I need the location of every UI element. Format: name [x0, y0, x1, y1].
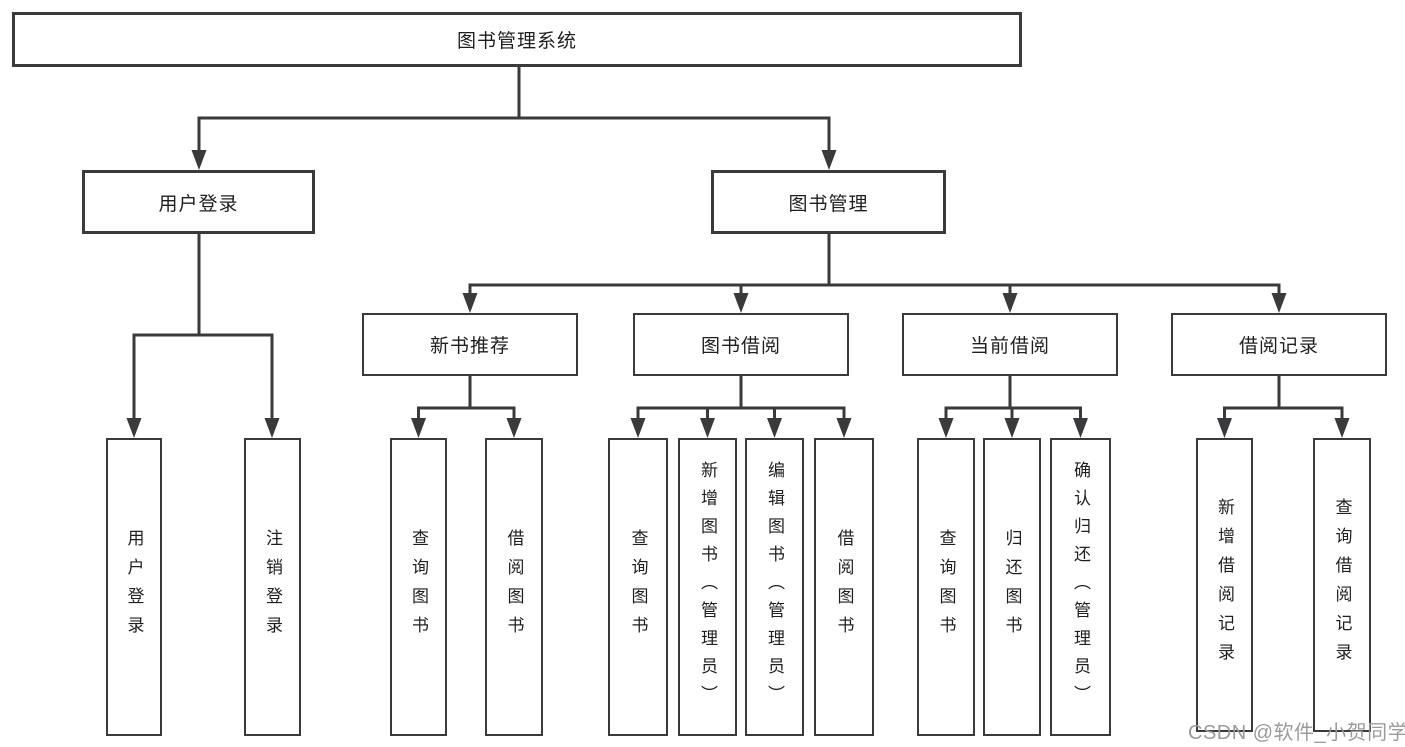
- box-user-login-label: 用户登录: [158, 193, 239, 215]
- leaf-return-books: 归还图书: [983, 438, 1041, 736]
- arrowhead: [630, 418, 646, 438]
- box-new-book-recommend-label: 新书推荐: [429, 336, 510, 357]
- box-borrow-records-label: 借阅记录: [1238, 336, 1319, 357]
- leaf-add-borrow-record: 新增借阅记录: [1196, 438, 1253, 732]
- leaf-user-login-label: 用户登录: [124, 529, 144, 645]
- arrowhead: [1271, 293, 1287, 313]
- leaf-return-books-label: 归还图书: [1002, 529, 1022, 645]
- box-current-borrow: 当前借阅: [902, 313, 1118, 376]
- leaf-query-borrow-record-label: 查询借阅记录: [1332, 498, 1352, 672]
- leaf-edit-books-admin: 编辑图书（管理员）: [745, 438, 804, 736]
- connector-root: [197, 67, 831, 153]
- connector-user-login: [132, 234, 274, 421]
- leaf-user-login: 用户登录: [106, 438, 162, 736]
- arrowhead: [1334, 418, 1350, 438]
- leaf-add-books-admin-label: 新增图书（管理员）: [698, 461, 717, 713]
- leaf-borrow-books-label: 借阅图书: [834, 529, 854, 645]
- connector-current-borrow: [944, 376, 1082, 421]
- leaf-logout: 注销登录: [244, 438, 301, 736]
- connector-book-borrow: [636, 376, 846, 421]
- box-book-borrow-label: 图书借阅: [700, 336, 781, 357]
- box-library-system: 图书管理系统: [12, 12, 1022, 67]
- arrowhead: [1002, 293, 1018, 313]
- arrowhead: [700, 418, 715, 438]
- arrowhead: [1217, 418, 1232, 438]
- arrowhead: [1073, 418, 1088, 438]
- leaf-query-books-borrow: 查询图书: [608, 438, 668, 736]
- leaf-query-books-recommend: 查询图书: [390, 438, 447, 736]
- box-book-management: 图书管理: [711, 170, 946, 234]
- leaf-query-books-current: 查询图书: [917, 438, 975, 736]
- box-new-book-recommend: 新书推荐: [362, 313, 578, 376]
- arrowhead: [126, 418, 142, 438]
- leaf-query-borrow-record: 查询借阅记录: [1313, 438, 1371, 732]
- leaf-borrow-books-recommend-label: 借阅图书: [504, 529, 524, 645]
- leaf-borrow-books-recommend: 借阅图书: [485, 438, 543, 736]
- connector-borrow-records: [1223, 376, 1344, 421]
- connector-book-management: [468, 234, 1281, 296]
- box-borrow-records: 借阅记录: [1171, 313, 1387, 376]
- arrowhead: [191, 150, 207, 170]
- arrowhead: [836, 418, 852, 438]
- leaf-confirm-return-admin-label: 确认归还（管理员）: [1071, 461, 1090, 713]
- arrowhead: [411, 418, 426, 438]
- arrowhead: [506, 418, 522, 438]
- arrowhead: [1004, 418, 1020, 438]
- arrowhead: [462, 293, 478, 313]
- leaf-query-books-borrow-label: 查询图书: [628, 529, 648, 645]
- leaf-query-books-recommend-label: 查询图书: [409, 529, 428, 645]
- arrowhead: [733, 293, 749, 313]
- leaf-logout-label: 注销登录: [263, 529, 282, 645]
- box-book-borrow: 图书借阅: [633, 313, 849, 376]
- arrowhead: [938, 418, 954, 438]
- leaf-add-borrow-record-label: 新增借阅记录: [1215, 498, 1234, 672]
- leaf-confirm-return-admin: 确认归还（管理员）: [1050, 438, 1111, 736]
- leaf-edit-books-admin-label: 编辑图书（管理员）: [765, 461, 784, 713]
- arrowhead: [264, 418, 280, 438]
- arrowhead: [821, 150, 837, 170]
- box-book-management-label: 图书管理: [788, 193, 869, 215]
- leaf-query-books-current-label: 查询图书: [936, 529, 956, 645]
- connector-new-book: [417, 376, 516, 421]
- box-current-borrow-label: 当前借阅: [969, 336, 1050, 357]
- box-library-system-label: 图书管理系统: [456, 31, 577, 52]
- box-user-login: 用户登录: [82, 170, 315, 234]
- leaf-add-books-admin: 新增图书（管理员）: [678, 438, 737, 736]
- csdn-watermark: CSDN @软件_小贺同学: [1188, 722, 1405, 744]
- leaf-borrow-books: 借阅图书: [814, 438, 874, 736]
- arrowhead: [767, 418, 782, 438]
